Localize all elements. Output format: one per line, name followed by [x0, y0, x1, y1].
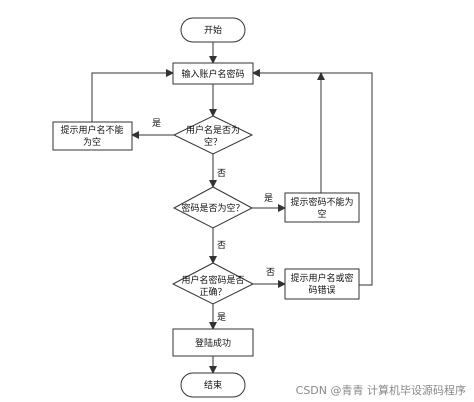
node-input-label: 输入账户名密码	[181, 68, 244, 80]
node-success-label: 登陆成功	[195, 337, 231, 349]
node-warn-pwd-empty-line1: 提示密码不能为	[290, 196, 353, 208]
edge-label-yes-pwd: 是	[264, 193, 273, 204]
edge-label-no-pwd: 否	[217, 240, 226, 251]
node-warn-wrong-line2: 码错误	[308, 284, 335, 296]
node-check-match-line2: 正确？	[199, 286, 226, 298]
node-warn-user-empty: 提示用户名不能 为空	[52, 121, 133, 151]
node-warn-pwd-empty-line2: 空	[317, 208, 326, 220]
node-warn-user-empty-line1: 提示用户名不能	[60, 124, 123, 136]
node-check-user-empty: 用户名是否为 空？	[172, 115, 254, 155]
node-warn-wrong: 提示用户名或密 码错误	[284, 268, 360, 300]
node-end-label: 结束	[204, 379, 222, 391]
edges	[91, 42, 373, 374]
edge-warnwrong-input	[252, 69, 373, 286]
node-start-label: 开始	[204, 24, 222, 36]
node-input: 输入账户名密码	[172, 62, 254, 85]
node-warn-pwd-empty: 提示密码不能为 空	[284, 192, 360, 223]
edge-label-no-match: 否	[266, 267, 275, 278]
node-check-user-empty-line2: 空？	[204, 136, 222, 148]
node-check-match: 用户名密码是否 正确？	[171, 262, 255, 305]
node-check-match-line1: 用户名密码是否	[181, 274, 244, 286]
watermark: CSDN @青青 计算机毕设源码程序	[296, 383, 466, 397]
node-end: 结束	[180, 372, 246, 398]
edge-label-yes-match: 是	[217, 312, 226, 323]
edge-label-no-user: 否	[217, 168, 226, 179]
edge-label-yes-user: 是	[152, 118, 161, 129]
node-check-user-empty-line1: 用户名是否为	[186, 124, 240, 136]
node-warn-user-empty-line2: 为空	[83, 136, 101, 148]
edge-warnuser-input	[91, 69, 174, 122]
node-success: 登陆成功	[172, 328, 254, 357]
node-start: 开始	[180, 17, 246, 43]
node-check-pwd-empty-label: 密码是否为空？	[181, 202, 244, 214]
node-check-pwd-empty: 密码是否为空？	[172, 186, 254, 229]
node-warn-wrong-line1: 提示用户名或密	[290, 272, 353, 284]
